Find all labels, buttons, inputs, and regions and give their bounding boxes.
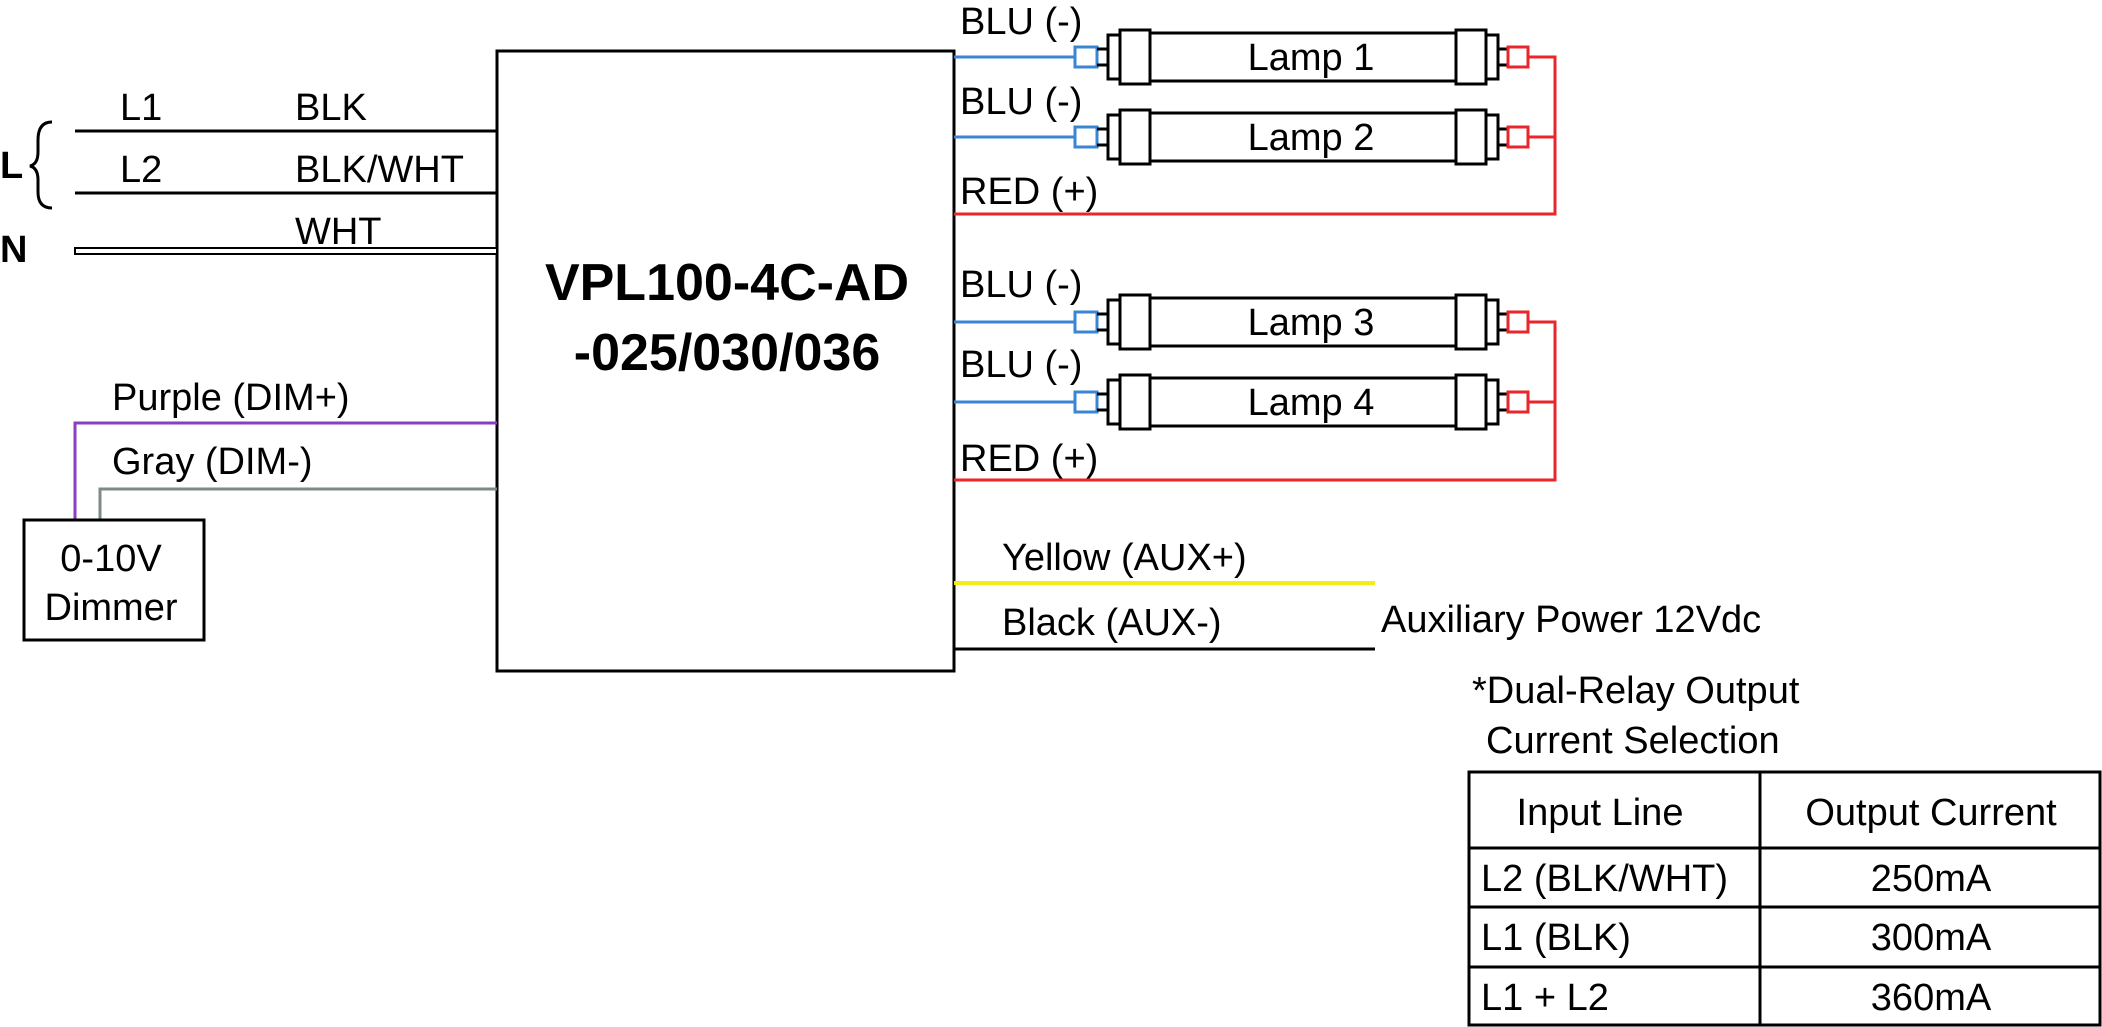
lamp-1: Lamp 1: [954, 28, 1530, 86]
relay-row-3-output: 360mA: [1871, 977, 1992, 1019]
lamp-4-label: Lamp 4: [1248, 382, 1375, 424]
relay-header-output: Output Current: [1805, 792, 2057, 834]
aux-power-label: Auxiliary Power 12Vdc: [1381, 599, 1761, 641]
relay-row-3-input: L1 + L2: [1481, 977, 1609, 1019]
driver-box: [495, 49, 956, 673]
relay-row-1-output: 250mA: [1871, 858, 1992, 900]
driver-model-line1: VPL100-4C-AD: [545, 254, 909, 312]
dimmer-box: [22, 518, 206, 642]
lamp-3-label: Lamp 3: [1248, 302, 1375, 344]
n-symbol: N: [0, 229, 27, 271]
yellow-aux-label: Yellow (AUX+): [1002, 537, 1247, 579]
blu-label-3: BLU (-): [960, 264, 1082, 306]
lamp-3: Lamp 3: [954, 293, 1530, 351]
relay-table: Input Line Output Current L2 (BLK/WHT) 2…: [1467, 770, 2102, 1027]
l-brace: [29, 120, 53, 210]
l2-name: L2: [120, 149, 162, 191]
gray-dim-label: Gray (DIM-): [112, 441, 313, 483]
blu-label-1: BLU (-): [960, 1, 1082, 43]
driver-model-line2: -025/030/036: [574, 324, 881, 382]
relay-row-1-input: L2 (BLK/WHT): [1481, 858, 1728, 900]
black-aux-label: Black (AUX-): [1002, 602, 1222, 644]
lamp-1-label: Lamp 1: [1248, 37, 1375, 79]
l1-wire-color: BLK: [295, 87, 367, 129]
relay-header-input: Input Line: [1517, 792, 1684, 834]
relay-title-line2: Current Selection: [1486, 720, 1780, 762]
relay-row-2-input: L1 (BLK): [1481, 917, 1631, 959]
lamp-2-label: Lamp 2: [1248, 117, 1375, 159]
purple-dim-label: Purple (DIM+): [112, 377, 350, 419]
l-symbol: L: [0, 145, 23, 187]
red-label-2: RED (+): [960, 438, 1098, 480]
gray-dim-wire: [98, 487, 497, 520]
blu-label-2: BLU (-): [960, 81, 1082, 123]
lamp-2: Lamp 2: [954, 108, 1530, 166]
relay-row-2-output: 300mA: [1871, 917, 1992, 959]
red-label-1: RED (+): [960, 171, 1098, 213]
lamp-4: Lamp 4: [954, 373, 1530, 431]
dimmer-line1: 0-10V: [60, 538, 162, 580]
blu-label-4: BLU (-): [960, 344, 1082, 386]
l2-wire-color: BLK/WHT: [295, 149, 464, 191]
neutral-wire-color: WHT: [295, 211, 382, 253]
relay-title-line1: *Dual-Relay Output: [1472, 670, 1800, 712]
l1-name: L1: [120, 87, 162, 129]
purple-dim-wire: [73, 421, 497, 520]
dimmer-line2: Dimmer: [45, 587, 178, 629]
neutral-wire: [74, 247, 498, 255]
